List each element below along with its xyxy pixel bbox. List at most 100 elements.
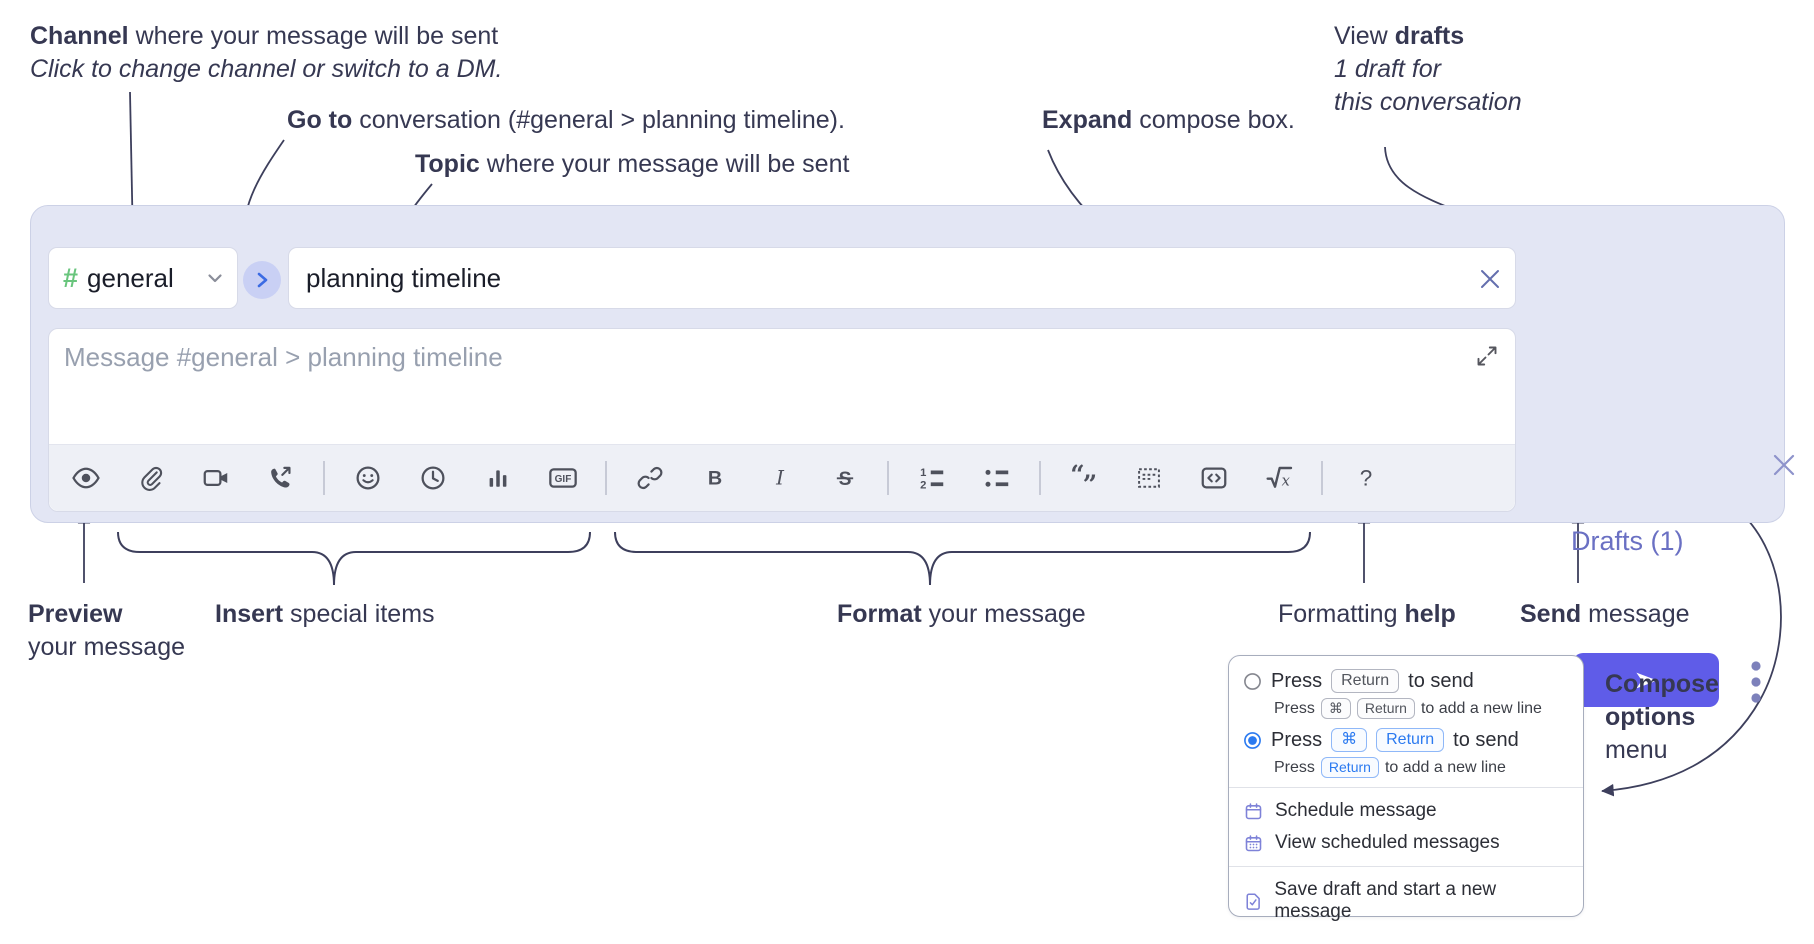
emoji-button[interactable]: [345, 456, 390, 501]
quote-icon: “ ”: [1070, 463, 1097, 493]
option-text: Press: [1271, 669, 1323, 692]
schedule-message-item[interactable]: Schedule message: [1243, 795, 1569, 827]
radio-selected-icon: [1244, 731, 1261, 749]
message-input-area[interactable]: Message #general > planning timeline: [48, 328, 1516, 512]
chevron-right-icon: [257, 272, 268, 288]
preview-button[interactable]: [63, 456, 108, 501]
expand-compose-icon[interactable]: [1475, 344, 1499, 368]
time-button[interactable]: [410, 456, 455, 501]
italic-icon: I: [775, 466, 785, 489]
compose-options-button[interactable]: [1742, 655, 1770, 711]
save-draft-item[interactable]: Save draft and start a new message: [1243, 874, 1569, 928]
drafts-link[interactable]: Drafts (1): [1571, 526, 1684, 556]
return-key-chip: Return: [1320, 757, 1379, 778]
math-button[interactable]: x: [1256, 456, 1301, 501]
quote-button[interactable]: “ ”: [1061, 456, 1106, 501]
svg-text:GIF: GIF: [554, 474, 571, 485]
return-key-chip: Return: [1331, 669, 1400, 693]
numbered-list-icon: 1 2: [920, 467, 943, 492]
draft-document-icon: [1246, 893, 1260, 910]
bold-icon: B: [707, 467, 721, 489]
expand-annotation: Expand compose box.: [1042, 106, 1295, 134]
send-plane-icon: [1635, 672, 1657, 688]
link-button[interactable]: [627, 456, 672, 501]
toolbar-divider: [1321, 461, 1323, 495]
goto-annotation: Go to conversation (#general > planning …: [287, 106, 845, 134]
clock-icon: [420, 466, 445, 490]
svg-text:I: I: [775, 466, 785, 489]
attach-file-button[interactable]: [128, 456, 173, 501]
svg-text:”: ”: [1082, 470, 1096, 493]
italic-button[interactable]: I: [757, 456, 802, 501]
option-cmd-enter-subtext: Press Return to add a new line: [1274, 757, 1569, 778]
option-enter-to-send[interactable]: Press Return to send: [1243, 669, 1569, 693]
topic-annotation: Topic where your message will be sent: [415, 150, 850, 178]
channel-hash-icon: #: [63, 262, 79, 293]
channel-annotation: Channel where your message will be sent …: [30, 22, 503, 83]
spoiler-icon: [1137, 468, 1160, 488]
svg-text:S: S: [838, 469, 851, 490]
strikethrough-button[interactable]: S: [822, 456, 867, 501]
view-scheduled-messages-item[interactable]: View scheduled messages: [1243, 827, 1569, 859]
channel-selector[interactable]: # general: [48, 247, 238, 309]
menu-item-label: View scheduled messages: [1275, 832, 1500, 853]
paperclip-icon: [140, 466, 162, 491]
topic-input[interactable]: [289, 248, 1515, 308]
option-text: to send: [1408, 669, 1474, 692]
bar-chart-icon: [489, 470, 506, 487]
video-camera-icon: [203, 470, 227, 486]
code-icon: [1201, 467, 1226, 489]
preview-annotation: Preview your message: [28, 600, 186, 661]
svg-text:2: 2: [920, 480, 926, 492]
spoiler-button[interactable]: [1126, 456, 1171, 501]
svg-text:?: ?: [1359, 466, 1372, 491]
menu-divider: [1229, 866, 1583, 867]
format-annotation: Format your message: [837, 600, 1086, 628]
math-icon: x: [1265, 466, 1292, 489]
svg-text:x: x: [1281, 472, 1290, 489]
option-cmd-enter-to-send[interactable]: Press ⌘ Return to send: [1243, 728, 1569, 752]
compose-toolbar: GIF B I: [49, 444, 1515, 511]
svg-text:B: B: [707, 467, 721, 489]
calendar-icon: [1245, 802, 1262, 819]
toolbar-divider: [1039, 461, 1041, 495]
audio-call-button[interactable]: [258, 456, 303, 501]
toolbar-divider: [323, 461, 325, 495]
radio-unselected-icon: [1244, 672, 1261, 690]
bold-button[interactable]: B: [692, 456, 737, 501]
clear-topic-icon[interactable]: [1477, 266, 1503, 292]
formatting-help-annotation: Formatting help: [1278, 600, 1456, 628]
numbered-list-button[interactable]: 1 2: [909, 456, 954, 501]
channel-name: general: [87, 262, 174, 293]
poll-button[interactable]: [475, 456, 520, 501]
gif-button[interactable]: GIF: [540, 456, 585, 501]
code-button[interactable]: [1191, 456, 1236, 501]
send-annotation: Send message: [1520, 600, 1690, 628]
compose-options-menu: Press Return to send Press ⌘ Return to a…: [1228, 655, 1584, 922]
option-text: to send: [1453, 728, 1519, 751]
gif-icon: GIF: [548, 468, 577, 488]
video-call-button[interactable]: [193, 456, 238, 501]
option-enter-subtext: Press ⌘ Return to add a new line: [1274, 698, 1569, 719]
bulleted-list-button[interactable]: [974, 456, 1019, 501]
formatting-help-button[interactable]: ?: [1343, 456, 1388, 501]
topic-input-wrapper: [288, 247, 1516, 309]
strikethrough-icon: S: [836, 469, 853, 490]
phone-outgoing-icon: [271, 466, 291, 488]
cmd-key-chip: ⌘: [1331, 728, 1368, 752]
view-drafts-annotation: View drafts 1 draft for this conversatio…: [1334, 22, 1522, 116]
close-compose-icon[interactable]: [1770, 451, 1798, 479]
send-button[interactable]: [1573, 653, 1719, 707]
calendar-grid-icon: [1245, 834, 1262, 851]
option-text: Press: [1271, 728, 1323, 751]
eye-icon: [71, 467, 100, 489]
goto-conversation-button[interactable]: [243, 261, 281, 299]
insert-annotation: Insert special items: [215, 600, 435, 628]
toolbar-divider: [605, 461, 607, 495]
toolbar-divider: [887, 461, 889, 495]
return-key-chip: Return: [1376, 728, 1445, 752]
cmd-key-chip: ⌘: [1320, 698, 1351, 719]
svg-text:“: “: [1070, 463, 1084, 489]
return-key-chip: Return: [1356, 698, 1415, 719]
